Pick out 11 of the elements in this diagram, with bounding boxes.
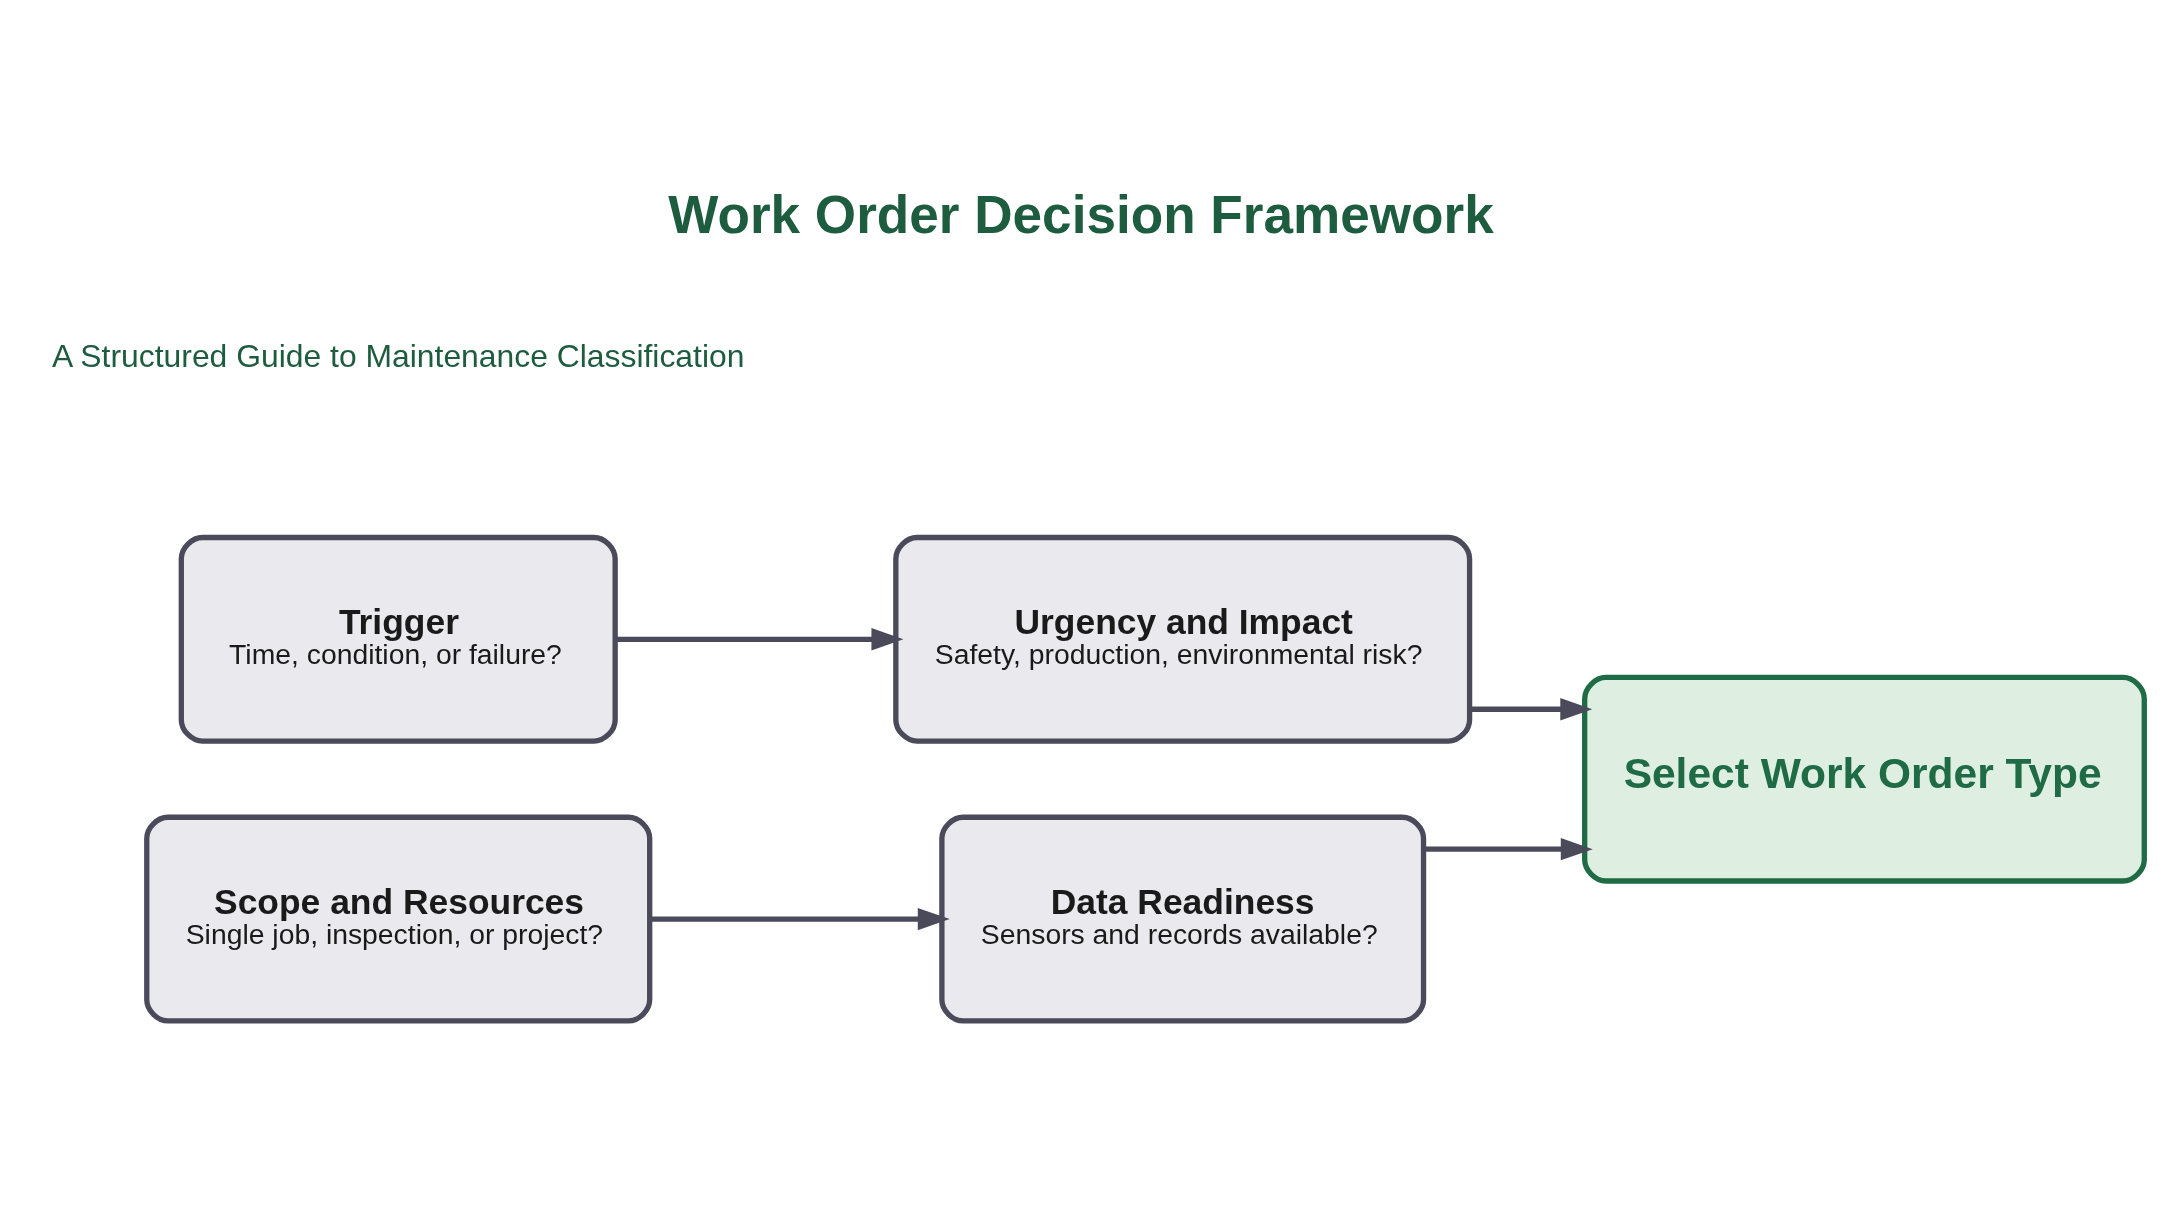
arrow <box>615 628 904 651</box>
diagram-title: Work Order Decision Framework <box>668 184 1494 244</box>
arrow <box>1469 698 1593 721</box>
arrow <box>650 907 950 931</box>
arrow <box>1423 837 1593 861</box>
node-box: Scope and Resources Single job, inspection, or project? <box>144 814 653 1024</box>
node-box: Select Work Order Type <box>1582 674 2147 884</box>
node-box: Urgency and Impact Safety, production, environmental risk? <box>893 534 1473 744</box>
label: A Structured Guide to Maintenance Classification <box>52 338 745 375</box>
node-box: Trigger Time, condition, or failure? <box>178 534 618 744</box>
node-box: Data Readiness Sensors and records available? <box>939 814 1427 1024</box>
